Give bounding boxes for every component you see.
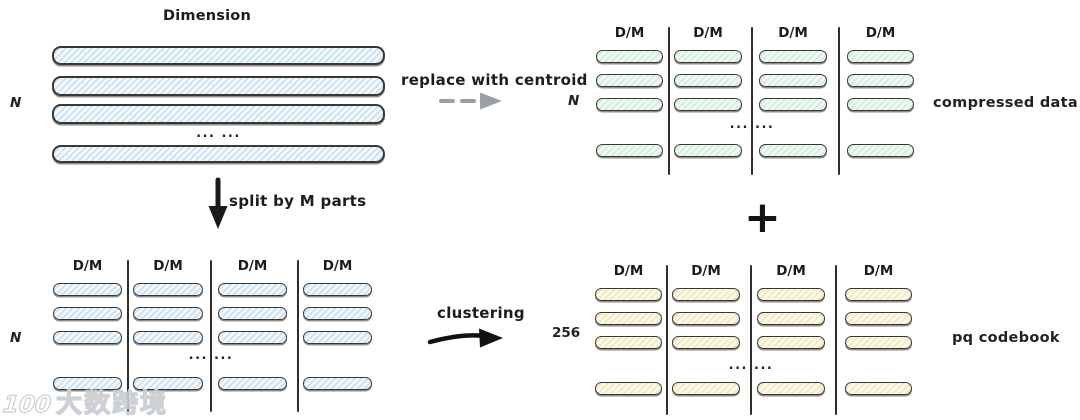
column-header: D/M xyxy=(778,25,808,41)
centroid-bar xyxy=(759,50,827,63)
subvector-bar xyxy=(303,331,372,344)
watermark-text: 大数跨境 xyxy=(55,388,169,419)
split-down-arrow-icon xyxy=(208,177,228,229)
codeword-bar xyxy=(595,336,662,349)
subvector-bar xyxy=(133,331,203,344)
original-matrix: ... ... xyxy=(52,46,385,163)
row-count-label-256: 256 xyxy=(552,325,581,341)
subvector-bar xyxy=(133,377,203,390)
subvector-bar xyxy=(303,377,372,390)
codeword-bar xyxy=(845,336,912,349)
subvector-bar xyxy=(53,377,122,390)
column-header: D/M xyxy=(614,25,645,41)
subvector-bar xyxy=(133,283,203,296)
column-header: D/M xyxy=(863,263,894,279)
centroid-bar xyxy=(596,98,663,111)
row-count-label-n-original: N xyxy=(10,95,22,111)
column-header: D/M xyxy=(691,263,721,279)
centroid-bar xyxy=(847,74,914,87)
replace-dashed-arrow-icon xyxy=(439,92,502,110)
vector-bar xyxy=(52,145,385,163)
vector-bar xyxy=(52,76,385,96)
subvector-bar xyxy=(303,283,372,296)
subvector-bar xyxy=(218,331,287,344)
column-header: D/M xyxy=(237,258,268,274)
centroid-bar xyxy=(674,98,742,111)
watermark-logo: 100 xyxy=(1,391,53,418)
centroid-bar xyxy=(847,50,914,63)
column-header: D/M xyxy=(776,263,806,279)
subvector-bar xyxy=(53,331,122,344)
subvector-bar xyxy=(53,307,122,320)
column-header: D/M xyxy=(322,258,353,274)
ellipsis-rows: ... ... xyxy=(188,348,234,363)
ellipsis-rows: ... ... xyxy=(196,126,241,141)
column-header: D/M xyxy=(693,25,723,41)
subvector-bar xyxy=(303,307,372,320)
vector-bar xyxy=(52,46,385,65)
column-header: D/M xyxy=(865,25,896,41)
codebook-matrix: D/M D/M D/M D/M ... ... xyxy=(588,260,918,418)
codeword-bar xyxy=(845,288,912,301)
dimension-title: Dimension xyxy=(163,8,251,24)
subvector-bar xyxy=(133,307,203,320)
codeword-bar xyxy=(757,312,825,325)
column-divider xyxy=(838,27,840,175)
plus-sign: + xyxy=(744,192,781,243)
centroid-bar xyxy=(847,98,914,111)
centroid-bar xyxy=(847,144,914,157)
compressed-data-caption: compressed data xyxy=(933,95,1078,111)
centroid-bar xyxy=(674,50,742,63)
split-arrow-label: split by M parts xyxy=(229,192,367,210)
subvector-bar xyxy=(218,283,287,296)
codeword-bar xyxy=(672,336,740,349)
column-divider xyxy=(668,27,670,175)
centroid-bar xyxy=(596,144,663,157)
codeword-bar xyxy=(757,288,825,301)
watermark: 100 大数跨境 xyxy=(1,383,169,420)
centroid-bar xyxy=(759,74,827,87)
clustering-right-arrow-icon xyxy=(427,328,503,348)
column-divider xyxy=(666,265,668,415)
replace-arrow-label: replace with centroid xyxy=(401,71,588,89)
subvector-bar xyxy=(218,307,287,320)
compressed-matrix: D/M D/M D/M D/M ... ... xyxy=(588,22,918,177)
column-header: D/M xyxy=(72,258,103,274)
row-count-label-n-split: N xyxy=(10,330,22,346)
centroid-bar xyxy=(596,74,663,87)
column-divider xyxy=(835,265,837,415)
codeword-bar xyxy=(595,312,662,325)
codeword-bar xyxy=(672,288,740,301)
ellipsis-rows: ... ... xyxy=(728,358,774,373)
column-divider xyxy=(127,260,129,412)
column-divider xyxy=(297,260,299,412)
centroid-bar xyxy=(759,98,827,111)
ellipsis-rows: ... ... xyxy=(729,117,775,132)
centroid-bar xyxy=(674,74,742,87)
subvector-bar xyxy=(218,377,287,390)
row-count-label-n-compressed: N xyxy=(568,93,580,109)
codeword-bar xyxy=(595,288,662,301)
vector-bar xyxy=(52,104,385,124)
codeword-bar xyxy=(595,382,662,395)
column-header: D/M xyxy=(613,263,644,279)
clustering-arrow-label: clustering xyxy=(437,304,525,322)
codeword-bar xyxy=(757,382,825,395)
subvector-bar xyxy=(53,283,122,296)
pq-codebook-caption: pq codebook xyxy=(952,330,1060,346)
column-divider xyxy=(210,260,212,412)
centroid-bar xyxy=(674,144,742,157)
column-divider xyxy=(750,265,752,415)
codeword-bar xyxy=(845,382,912,395)
column-header: D/M xyxy=(153,258,183,274)
codeword-bar xyxy=(672,382,740,395)
codeword-bar xyxy=(845,312,912,325)
centroid-bar xyxy=(759,144,827,157)
codeword-bar xyxy=(672,312,740,325)
subvector-matrix: D/M D/M D/M D/M ... ... xyxy=(45,255,377,415)
codeword-bar xyxy=(757,336,825,349)
centroid-bar xyxy=(596,50,663,63)
column-divider xyxy=(751,27,753,175)
